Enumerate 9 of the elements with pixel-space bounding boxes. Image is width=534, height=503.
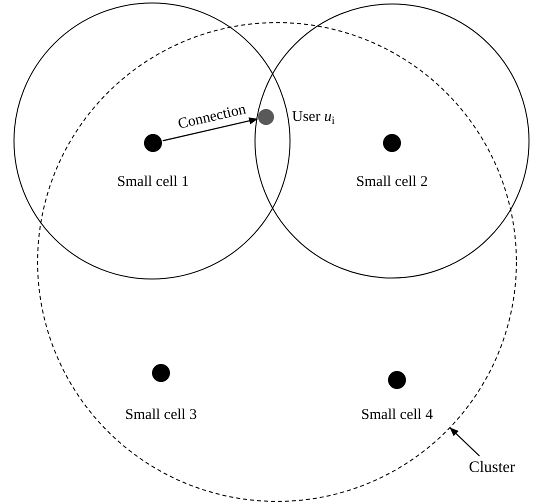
cell-label: Small cell 3 bbox=[125, 406, 197, 425]
user-label: User u$_{i}$ bbox=[292, 108, 335, 127]
cell-label: Small cell 1 bbox=[117, 173, 189, 192]
edge-label: Connection bbox=[176, 100, 248, 134]
cell-label: Small cell 2 bbox=[356, 173, 428, 192]
leader-arrow bbox=[450, 427, 480, 456]
cluster-label: Cluster bbox=[468, 458, 516, 478]
cell-label: Small cell 4 bbox=[361, 406, 433, 425]
connection-arrow bbox=[162, 117, 258, 142]
